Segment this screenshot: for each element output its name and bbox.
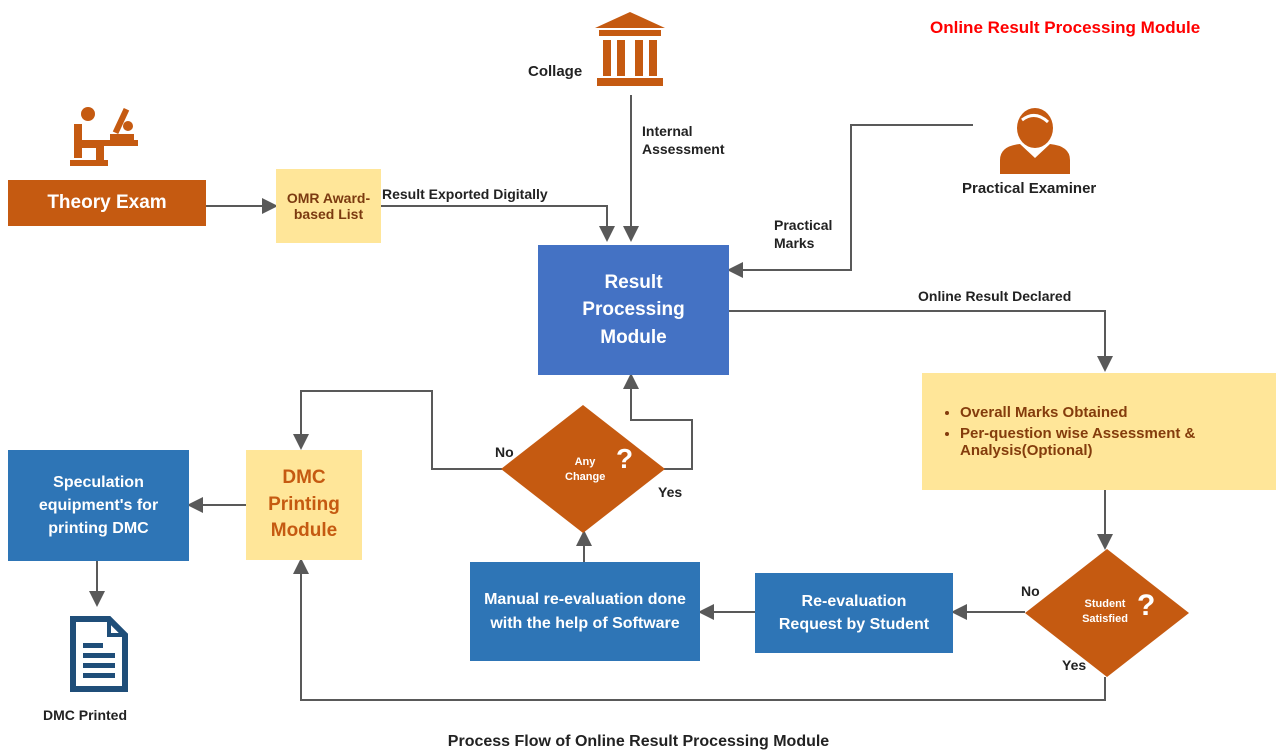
examiner-person-icon xyxy=(990,108,1080,174)
result-processing-label: Result Processing Module xyxy=(582,271,685,348)
question-mark-icon: ? xyxy=(616,443,634,474)
no-label-satisfied: No xyxy=(1021,583,1040,599)
result-exported-label: Result Exported Digitally xyxy=(382,186,548,202)
figure-caption: Process Flow of Online Result Processing… xyxy=(447,733,830,750)
yes-label-any-change: Yes xyxy=(658,484,683,500)
collage-label: Collage xyxy=(528,63,583,80)
speculation-box: Speculation equipment's for printing DMC xyxy=(8,450,189,561)
student-satisfied-diamond: Student Satisfied ? xyxy=(1025,549,1189,677)
no-label-any-change: No xyxy=(495,444,514,460)
reevaluation-request-label: Re-evaluation Request by Student xyxy=(778,592,930,633)
manual-reevaluation-box: Manual re-evaluation done with the help … xyxy=(470,562,700,661)
dmc-printed-label: DMC Printed xyxy=(43,707,127,723)
theory-exam-box: Theory Exam xyxy=(8,180,206,226)
teacher-desk-icon xyxy=(70,100,142,170)
practical-examiner-label: Practical Examiner xyxy=(962,180,1097,197)
reevaluation-request-box: Re-evaluation Request by Student xyxy=(755,573,953,653)
marks-bullet-list: Overall Marks Obtained Per-question wise… xyxy=(936,400,1276,463)
header-title: Online Result Processing Module xyxy=(930,18,1201,37)
document-icon xyxy=(69,615,129,693)
list-item: Per-question wise Assessment & Analysis(… xyxy=(960,425,1276,459)
theory-exam-label: Theory Exam xyxy=(47,192,167,213)
any-change-diamond: Any Change ? xyxy=(501,405,665,533)
student-satisfied-label: Student Satisfied xyxy=(1082,598,1128,625)
marks-info-box: Overall Marks Obtained Per-question wise… xyxy=(922,373,1276,490)
omr-list-box: OMR Award-based List xyxy=(276,169,381,243)
online-declared-label: Online Result Declared xyxy=(918,288,1072,304)
internal-assessment-label: Internal Assessment xyxy=(642,123,725,158)
omr-list-label: OMR Award-based List xyxy=(286,190,371,222)
manual-reevaluation-label: Manual re-evaluation done with the help … xyxy=(484,591,686,632)
any-change-label: Any Change xyxy=(565,456,606,483)
college-building-icon xyxy=(595,12,665,88)
list-item: Overall Marks Obtained xyxy=(960,404,1276,421)
dmc-printing-label: DMC Printing Module xyxy=(268,467,340,542)
practical-marks-label: Practical Marks xyxy=(774,217,833,252)
dmc-printing-box: DMC Printing Module xyxy=(246,450,362,560)
speculation-label: Speculation equipment's for printing DMC xyxy=(38,473,159,538)
yes-label-satisfied: Yes xyxy=(1062,657,1087,673)
result-processing-box: Result Processing Module xyxy=(538,245,729,375)
question-mark-icon: ? xyxy=(1137,589,1156,622)
